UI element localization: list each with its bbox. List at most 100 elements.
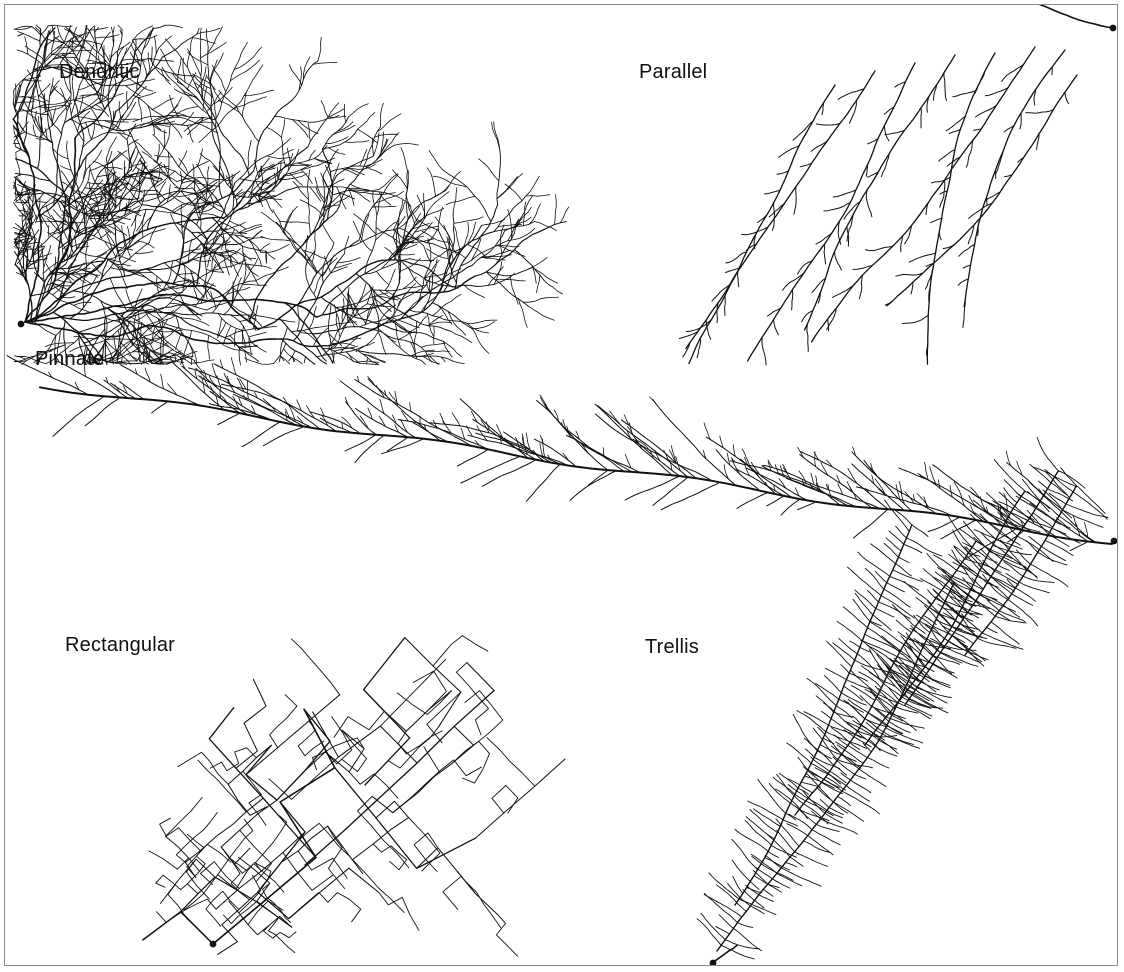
pinnate-rill <box>650 397 656 403</box>
dendritic-stream <box>433 176 467 187</box>
parallel-tributary <box>866 190 872 217</box>
dendritic-stream <box>248 264 272 268</box>
trellis-tributary <box>838 797 851 806</box>
pinnate-tributary <box>526 464 560 501</box>
dendritic-stream <box>529 204 541 225</box>
dendritic-stream <box>74 302 92 305</box>
dendritic-stream <box>138 241 154 248</box>
dendritic-stream <box>497 177 517 199</box>
parallel-tributary <box>738 271 739 287</box>
rectangular-outlet <box>210 941 217 948</box>
trellis-tributary <box>873 615 891 631</box>
trellis-tributary <box>1008 600 1038 626</box>
pinnate-tributary <box>461 456 520 483</box>
dendritic-stream <box>518 299 527 328</box>
trellis-tributary <box>1016 588 1036 601</box>
parallel-tributary <box>1026 110 1054 114</box>
trellis-tributary <box>833 643 855 661</box>
dendritic-stream <box>159 36 172 48</box>
dendritic-stream <box>455 227 460 250</box>
rectangular-stream <box>178 752 228 784</box>
dendritic-stream <box>372 206 396 207</box>
dendritic-stream <box>326 137 349 144</box>
dendritic-stream <box>111 42 130 57</box>
trellis-tributary <box>759 895 774 902</box>
trellis-tributary <box>789 814 812 830</box>
parallel-tributary <box>828 319 829 331</box>
trellis-tributary <box>1023 576 1054 583</box>
trellis-tributary <box>709 873 739 899</box>
dendritic-stream <box>208 335 210 359</box>
pinnate-rill <box>368 377 375 386</box>
trellis-tributary <box>1049 534 1070 546</box>
dendritic-stream <box>181 112 193 125</box>
parallel-tributary <box>985 88 1008 96</box>
dendritic-stream <box>196 164 207 185</box>
dendritic-stream <box>366 166 382 174</box>
rectangular-stream <box>160 818 201 850</box>
dendritic-stream <box>254 100 293 171</box>
trellis-tributary <box>882 734 919 748</box>
trellis-tributary <box>904 544 922 553</box>
dendritic-stream <box>323 117 349 149</box>
dendritic-stream <box>249 240 262 267</box>
dendritic-stream <box>41 26 49 35</box>
dendritic-stream <box>207 77 222 103</box>
rectangular-stream <box>364 690 452 732</box>
pinnate-tributary <box>737 493 768 509</box>
trellis-tributary <box>855 774 866 779</box>
dendritic-stream <box>234 47 261 69</box>
dendritic-stream <box>192 37 215 43</box>
trellis-tributary <box>739 899 776 915</box>
rectangular-stream <box>319 893 361 922</box>
dendritic-stream <box>178 273 196 275</box>
dendritic-stream <box>154 25 166 28</box>
dendritic-stream <box>526 176 540 196</box>
pinnate-rill <box>924 462 928 480</box>
dendritic-stream <box>132 40 142 55</box>
trellis-tributary <box>1019 582 1049 593</box>
dendritic-stream <box>40 254 51 258</box>
pinnate-rill <box>360 416 368 429</box>
dendritic-stream <box>495 280 525 281</box>
trellis-label: Trellis <box>645 636 699 659</box>
dendritic-stream <box>451 331 472 342</box>
dendritic-stream <box>251 343 266 353</box>
dendritic-stream <box>336 298 370 308</box>
dendritic-stream <box>429 150 453 176</box>
rectangular-stream <box>456 663 488 735</box>
trellis-network <box>697 437 1108 965</box>
trellis-tributary <box>805 776 835 788</box>
trellis-tributary <box>844 686 863 701</box>
trellis-tributary <box>896 526 907 538</box>
dendritic-stream <box>18 97 36 98</box>
trellis-tributary <box>889 688 899 700</box>
trellis-tributary <box>1033 467 1055 477</box>
pinnate-tributary <box>355 435 384 462</box>
trellis-tributary <box>1038 552 1067 565</box>
dendritic-stream <box>260 244 270 251</box>
pinnate-tributary <box>85 398 120 426</box>
dendritic-stream <box>239 225 261 233</box>
dendritic-stream <box>244 90 273 95</box>
dendritic-stream <box>314 328 329 347</box>
dendritic-stream <box>432 303 472 329</box>
pinnate-rill <box>440 413 445 424</box>
dendritic-stream <box>446 171 461 190</box>
pinnate-tributary <box>653 477 688 505</box>
dendritic-stream <box>249 332 266 337</box>
trellis-tributary <box>841 665 849 674</box>
parallel-tributary <box>1065 92 1069 103</box>
dendritic-stream <box>33 125 36 137</box>
dendritic-stream <box>348 104 368 117</box>
dendritic-stream <box>164 125 170 148</box>
trellis-tributary <box>732 860 750 881</box>
dendritic-stream <box>127 124 136 140</box>
dendritic-stream <box>308 124 310 142</box>
pinnate-tributary <box>263 427 304 446</box>
rectangular-stream <box>246 709 330 800</box>
dendritic-stream <box>358 113 375 130</box>
dendritic-stream <box>357 284 366 306</box>
rectangular-stream <box>388 727 438 768</box>
rectangular-label: Rectangular <box>65 634 175 657</box>
